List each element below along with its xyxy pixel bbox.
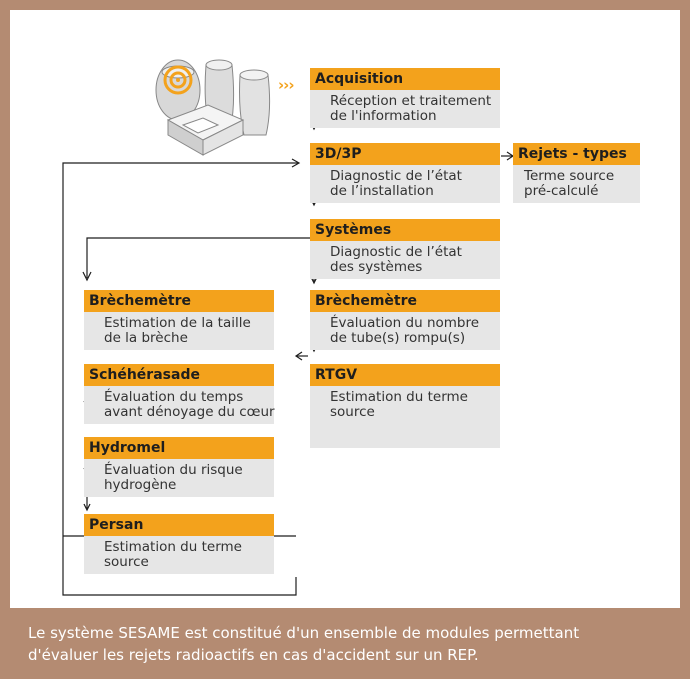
description-line: pré-calculé (524, 183, 599, 199)
module-title: Persan (84, 514, 274, 536)
module-description: Diagnostic de l’état des systèmes (310, 241, 500, 279)
caption-line: d'évaluer les rejets radioactifs en cas … (28, 646, 479, 664)
module-description: Réception et traitement de l'information (310, 90, 500, 128)
description-line: de l'information (330, 108, 437, 124)
module-title: 3D/3P (310, 143, 500, 165)
module-description: Évaluation du nombre de tube(s) rompu(s) (310, 312, 500, 350)
description-line: Estimation de la taille (104, 315, 251, 331)
module-description: Diagnostic de l’état de l’installation (310, 165, 500, 203)
module-title: RTGV (310, 364, 500, 386)
description-line: Évaluation du nombre (330, 315, 480, 331)
module-rtgv: RTGV Estimation du terme source (310, 364, 500, 448)
description-line: Diagnostic de l’état (330, 244, 462, 260)
description-line: des systèmes (330, 259, 423, 275)
caption-line: Le système SESAME est constitué d'un ens… (28, 624, 580, 642)
module-acquisition: Acquisition Réception et traitement de l… (310, 68, 500, 128)
description-line: hydrogène (104, 477, 177, 493)
description-line: Terme source (524, 168, 615, 184)
module-description: Estimation du terme source (310, 386, 500, 448)
description-line: Diagnostic de l’état (330, 168, 462, 184)
module-title: Rejets - types (513, 143, 640, 165)
module-description: Évaluation du temps avant dénoyage du cœ… (84, 386, 275, 424)
description-line: Estimation du terme (330, 389, 468, 405)
description-line: source (330, 404, 375, 420)
description-line: Évaluation du temps (104, 389, 244, 405)
module-systemes: Systèmes Diagnostic de l’état des systèm… (310, 219, 500, 279)
module-title: Acquisition (310, 68, 500, 90)
description-line: Estimation du terme (104, 539, 242, 555)
description-line: de tube(s) rompu(s) (330, 330, 466, 346)
module-persan: Persan Estimation du terme source (84, 514, 274, 574)
module-brechemetre-left: Brèchemètre Estimation de la taille de l… (84, 290, 274, 350)
module-description: Évaluation du risque hydrogène (84, 459, 274, 497)
description-line: source (104, 554, 149, 570)
module-brechemetre-right: Brèchemètre Évaluation du nombre de tube… (310, 290, 500, 350)
module-rejets-types: Rejets - types Terme source pré-calculé (513, 143, 640, 203)
module-title: Brèchemètre (310, 290, 500, 312)
module-title: Systèmes (310, 219, 500, 241)
module-title: Schéhérasade (84, 364, 274, 386)
nuclear-plant-illustration (148, 50, 278, 160)
module-description: Estimation du terme source (84, 536, 274, 574)
flow-chevrons: ››› (278, 76, 295, 94)
description-line: Évaluation du risque (104, 462, 243, 478)
description-line: de l’installation (330, 183, 434, 199)
module-title: Brèchemètre (84, 290, 274, 312)
module-description: Estimation de la taille de la brèche (84, 312, 274, 350)
module-3d3p: 3D/3P Diagnostic de l’état de l’installa… (310, 143, 500, 203)
module-scheherasade: Schéhérasade Évaluation du temps avant d… (84, 364, 275, 424)
description-line: avant dénoyage du cœur (104, 404, 275, 420)
module-description: Terme source pré-calculé (513, 165, 640, 203)
module-hydromel: Hydromel Évaluation du risque hydrogène (84, 437, 274, 497)
description-line: Réception et traitement (330, 93, 492, 109)
figure-caption: Le système SESAME est constitué d'un ens… (0, 608, 690, 679)
module-title: Hydromel (84, 437, 274, 459)
description-line: de la brèche (104, 330, 188, 346)
